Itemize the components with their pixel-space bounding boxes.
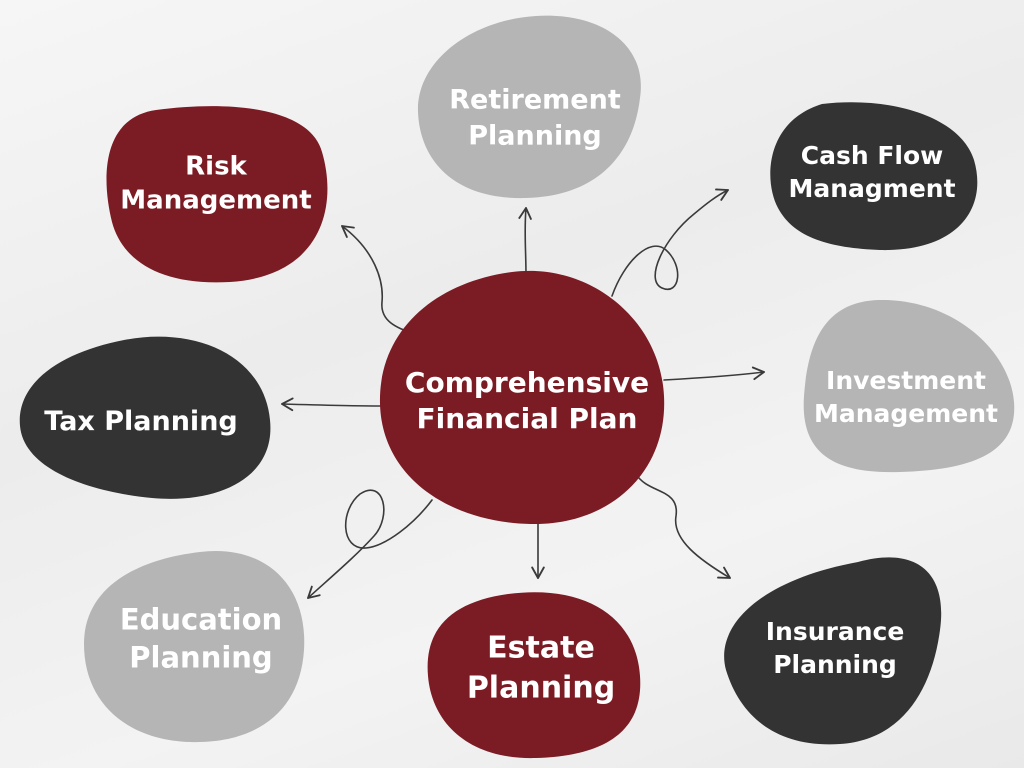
investment-management-line1: Investment [826,366,986,395]
retirement-planning-line1: Retirement [449,84,621,116]
insurance-planning-line1: Insurance [765,617,905,646]
insurance-planning-label[interactable]: Insurance Planning [766,615,905,681]
arrow-to-cash-flow-managment [611,188,729,297]
tax-planning-blob[interactable] [19,336,271,499]
arrow-to-tax-planning [281,397,383,412]
investment-management-blob[interactable] [803,299,1015,473]
estate-planning-blob[interactable] [427,592,641,759]
center-blob [379,270,665,525]
arrow-to-investment-management [663,366,765,381]
center-label: Comprehensive Financial Plan [405,365,649,437]
investment-management-line2: Management [813,399,999,428]
cash-flow-managment-label[interactable]: Cash Flow Managment [788,139,955,205]
retirement-planning-blob[interactable] [417,15,641,199]
insurance-planning-line2: Planning [773,650,897,679]
education-planning-label[interactable]: Education Planning [120,601,282,678]
estate-planning-line2: Planning [466,670,616,705]
estate-planning-line1: Estate [487,630,595,666]
center-label-line1: Comprehensive [404,366,650,400]
education-planning-line1: Education [119,602,283,637]
cash-flow-managment-line1: Cash Flow [800,141,944,170]
arrow-to-insurance-planning [635,473,731,579]
education-planning-blob[interactable] [84,550,305,743]
cash-flow-managment-blob[interactable] [770,102,978,251]
tax-planning-line1: Tax Planning [44,406,238,438]
retirement-planning-label[interactable]: Retirement Planning [449,82,620,153]
insurance-planning-blob[interactable] [724,557,942,745]
estate-planning-label[interactable]: Estate Planning [467,628,615,707]
risk-management-label[interactable]: Risk Management [120,150,311,219]
risk-management-blob[interactable] [106,106,328,283]
education-planning-line2: Planning [129,641,273,675]
risk-management-line2: Management [120,186,312,216]
risk-management-line1: Risk [185,151,247,182]
arrow-to-education-planning [307,489,433,599]
center-label-line2: Financial Plan [416,402,638,435]
cash-flow-managment-line2: Managment [788,174,956,203]
arrow-to-retirement-planning [518,207,532,277]
retirement-planning-line2: Planning [468,120,602,151]
arrow-to-risk-management [341,225,415,335]
investment-management-label[interactable]: Investment Management [814,364,998,430]
tax-planning-label[interactable]: Tax Planning [44,404,237,440]
